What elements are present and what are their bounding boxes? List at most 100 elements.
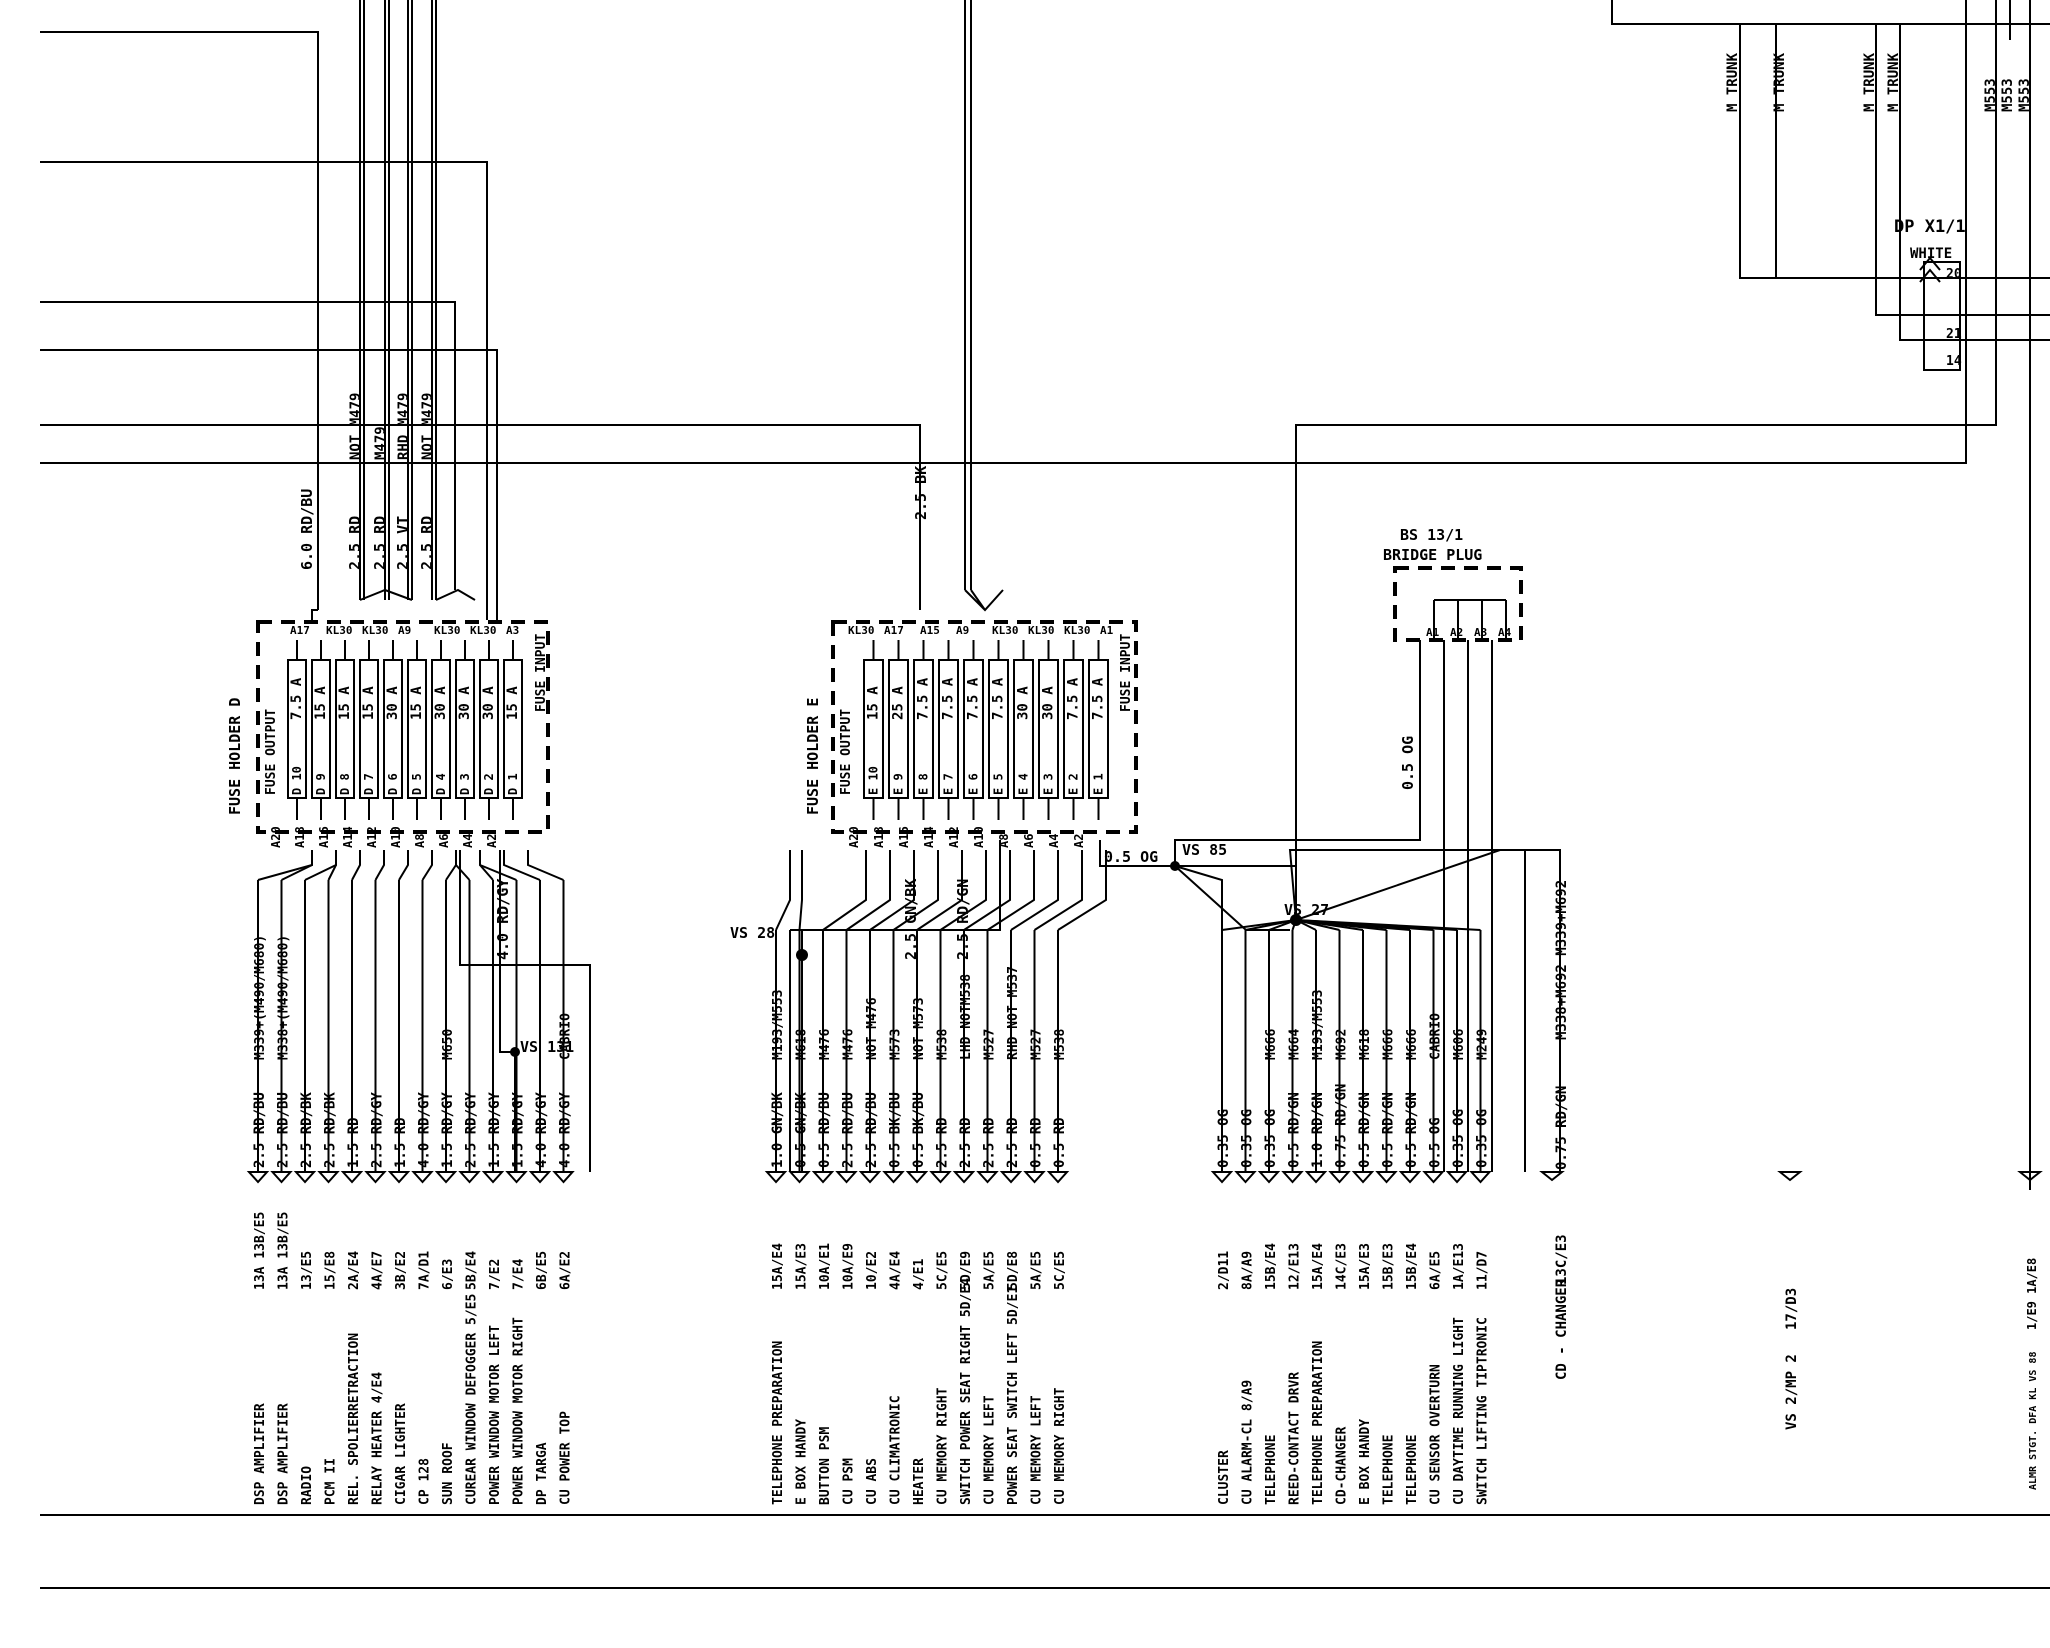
- vs27-circuit-ref-12: 11/D7: [1476, 1251, 1491, 1290]
- e-circuit-ref-3: 10A/E1: [818, 1243, 833, 1290]
- left-feed-wires: [40, 0, 1967, 610]
- fuse-holder-e-fuse-amp-6: 7.5 A: [991, 677, 1007, 720]
- fuse-holder-d-fuse-id-1: D 10: [290, 766, 304, 795]
- e-circuit-ref-6: 4A/E4: [889, 1251, 904, 1290]
- e-circuit-option-12: M527: [1030, 1029, 1045, 1060]
- e-circuit-option-11: RHD NOT M537: [1006, 966, 1021, 1060]
- fuse-holder-d-bottom-pin-5: A12: [365, 826, 379, 848]
- e-circuit-wire-7: 0.5 BK/BU: [911, 1092, 927, 1168]
- fuse-holder-e-fuse-id-2: E 9: [892, 773, 906, 795]
- fuse-holder-e-input-label: FUSE INPUT: [1119, 634, 1134, 712]
- top-right-harness: M TRUNK M TRUNK M TRUNK M TRUNK M553 M55…: [1295, 0, 2050, 1190]
- e-circuit-dest-7: HEATER: [912, 1458, 927, 1505]
- fuse-holder-d-fuse-id-2: D 9: [314, 773, 328, 795]
- fuse-holder-e-bottom-pin-3: A16: [897, 826, 911, 848]
- vs27-circuit-ref-3: 15B/E4: [1264, 1243, 1279, 1290]
- fuse-holder-e-bottom-pin-1: A20: [847, 826, 861, 848]
- cd-changer-circuit: 0.75 RD/GN M338+M692 M339+M692 13C/E3 CD…: [1288, 849, 1570, 1380]
- vs27-circuit-terminal-7: [1351, 1171, 1375, 1184]
- vs27-circuit-dest-10: CU SENSOR OVERTURN: [1429, 1364, 1444, 1505]
- d-feed-note-1: NOT M479: [348, 393, 364, 460]
- vs27-circuit-terminal-8: [1375, 1171, 1398, 1184]
- e-circuit-dest-5: CU ABS: [865, 1458, 880, 1505]
- e-circuit-wire-5: 2.5 RD/BU: [864, 1092, 880, 1168]
- fuse-holder-e-fuse-amp-3: 7.5 A: [916, 677, 932, 720]
- e-circuit-terminal-5: [858, 1171, 882, 1184]
- fuse-holder-e-top-pin-5: KL30: [992, 624, 1019, 637]
- e-circuit-terminal-11: [999, 1171, 1023, 1184]
- vs27-circuit-dest-4: REED-CONTACT DRVR: [1288, 1372, 1303, 1505]
- fuse-holder-d-bottom-pin-6: A10: [389, 826, 403, 848]
- d-circuit-terminal-5: [340, 1171, 364, 1184]
- splice-vs131: VS 131: [520, 1038, 574, 1056]
- fuse-holder-d-top-pin-2: KL30: [326, 624, 353, 637]
- d-circuit-terminal-7: [387, 1171, 411, 1184]
- vs27-circuit-ref-11: 1A/E13: [1452, 1243, 1467, 1290]
- vs27-circuit-ref-8: 15B/E3: [1382, 1243, 1397, 1290]
- fuse-holder-e-title: FUSE HOLDER E: [804, 698, 822, 815]
- d-circuit-wire-6: 2.5 RD/GY: [370, 1092, 386, 1168]
- d-circuit-dest-10: CUREAR WINDOW DEFOGGER 5/E5: [465, 1294, 480, 1505]
- fuse-holder-e-fuse-id-6: E 5: [992, 773, 1006, 795]
- e-circuit-terminal-12: [1023, 1171, 1046, 1184]
- fuse-holder-d-fuse-amp-7: 30 A: [433, 686, 449, 720]
- vs27-circuit-wire-3: 0.35 OG: [1263, 1109, 1279, 1168]
- e-circuit-terminal-3: [811, 1171, 835, 1184]
- bridge-plug-pin-2: A2: [1450, 626, 1463, 639]
- fuse-holder-d-fuse-id-4: D 7: [362, 773, 376, 795]
- vs27-circuit-wire-8: 0.5 RD/GN: [1381, 1092, 1397, 1168]
- fuse-holder-e-bottom-pin-8: A6: [1022, 834, 1036, 848]
- cd-changer-destination: CD - CHANGER: [1554, 1278, 1570, 1380]
- vs27-circuit-ref-5: 15A/E4: [1311, 1243, 1326, 1290]
- e-circuit-ref-7: 4/E1: [912, 1259, 927, 1290]
- d-circuit-wire-9: 1.5 RD/GY: [440, 1092, 456, 1168]
- fuse-holder-e-top-pin-4: A9: [956, 624, 969, 637]
- vs27-circuit-ref-6: 14C/E3: [1335, 1243, 1350, 1290]
- e-circuit-wire-3: 0.5 RD/BU: [817, 1092, 833, 1168]
- fuse-holder-d-fuse-amp-10: 15 A: [505, 686, 521, 720]
- far-right-dest-1: VS 2/MP 2: [1784, 1354, 1800, 1430]
- e-circuit-option-10: M527: [983, 1029, 998, 1060]
- vs27-circuit-ref-2: 8A/A9: [1241, 1251, 1256, 1290]
- d-circuit-wire-7: 1.5 RD: [393, 1117, 409, 1168]
- fuse-holder-d-top-pin-7: A3: [506, 624, 519, 637]
- vs27-circuit-terminal-11: [1445, 1171, 1469, 1184]
- fuse-holder-e-bottom-pin-5: A12: [947, 826, 961, 848]
- vs27-circuit-wire-10: 0.5 OG: [1428, 1117, 1444, 1168]
- far-right-dest-2: ALMR STGT. DFA KL VS 88: [2028, 1352, 2039, 1490]
- fuse-holder-d-fuse-amp-6: 15 A: [409, 686, 425, 720]
- fuse-holder-e-fuse-amp-8: 30 A: [1041, 686, 1057, 720]
- m553-label-3: M553: [2017, 78, 2033, 112]
- e-circuit-terminal-9: [952, 1171, 976, 1184]
- e-circuit-ref-1: 15A/E4: [771, 1243, 786, 1290]
- vs27-circuit-terminal-6: [1328, 1171, 1351, 1184]
- fuse-holder-d-fuse-amp-2: 15 A: [313, 686, 329, 720]
- e-circuit-wire-12: 0.5 RD: [1029, 1117, 1045, 1168]
- vs27-circuit-dest-6: CD-CHANGER: [1335, 1427, 1350, 1505]
- vs27-circuit-terminal-1: [1210, 1171, 1234, 1184]
- d-circuit-terminal-2: [270, 1171, 293, 1184]
- vs27-circuit-option-3: M666: [1264, 1029, 1279, 1060]
- d-circuit-ref-5: 2A/E4: [347, 1251, 362, 1290]
- e-circuit-terminal-1: [764, 1171, 788, 1184]
- d-circuit-ref-10: 5B/E4: [465, 1251, 480, 1290]
- vs27-circuit-option-10: CABRIO: [1429, 1013, 1444, 1060]
- d-circuit-wire-5: 1.5 RD: [346, 1117, 362, 1168]
- fuse-holder-e-top-pin-1: KL30: [848, 624, 875, 637]
- fuse-holder-e-top-pin-3: A15: [920, 624, 940, 637]
- e-circuit-ref-11: 5D/E8: [1006, 1251, 1021, 1290]
- e-circuit-ref-12: 5A/E5: [1030, 1251, 1045, 1290]
- d-circuit-wire-12: 1.5 RD/GY: [511, 1092, 527, 1168]
- fuse-holder-e-bottom-pin-9: A4: [1047, 834, 1061, 848]
- fuse-holder-d-top-pin-6: KL30: [470, 624, 497, 637]
- d-feed-note-3: RHD M479: [396, 393, 412, 460]
- fuse-holder-d-bottom-pin-7: A8: [413, 834, 427, 848]
- vs27-circuit-dest-9: TELEPHONE: [1405, 1435, 1420, 1505]
- trunk-label-1: M TRUNK: [1725, 52, 1741, 112]
- e-circuit-dest-8: CU MEMORY RIGHT: [936, 1387, 951, 1505]
- d-circuit-terminal-4: [317, 1171, 340, 1184]
